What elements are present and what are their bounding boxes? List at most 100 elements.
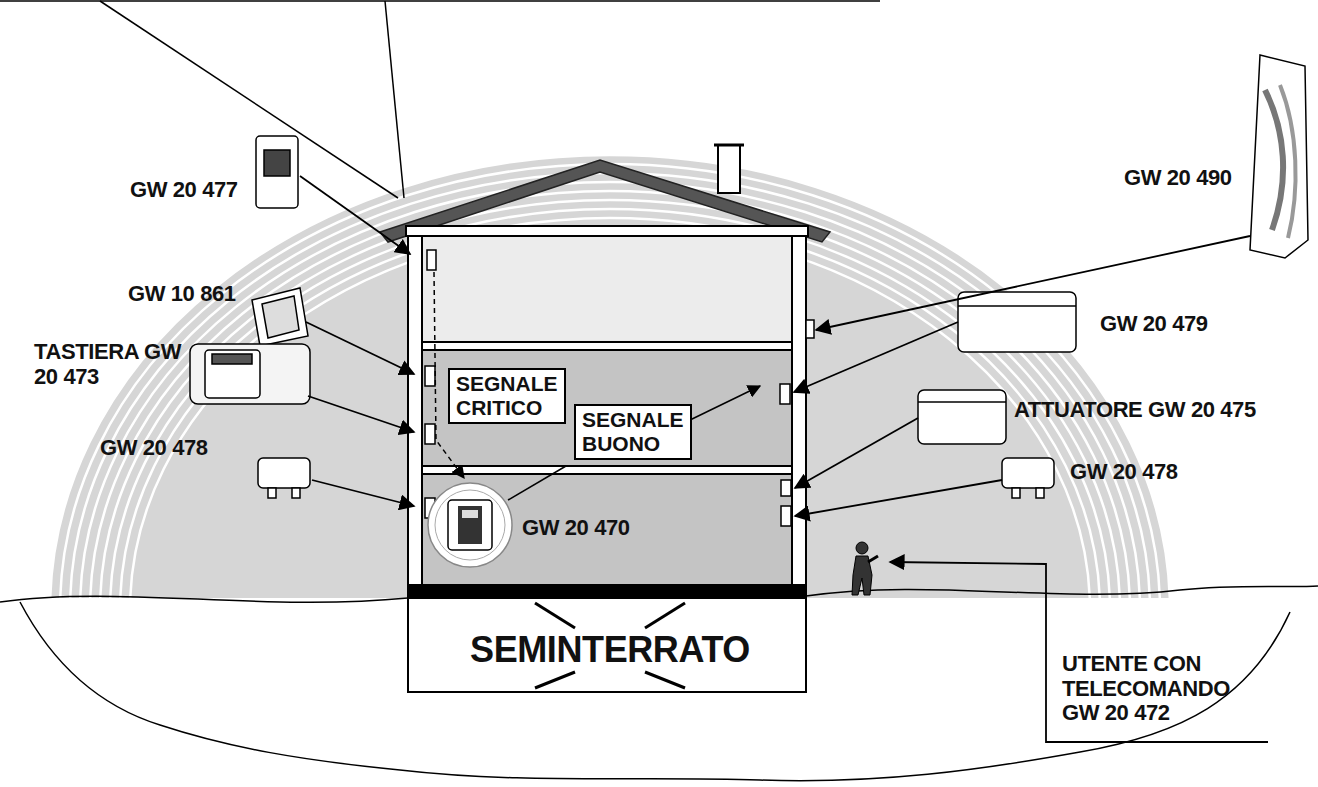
- house-part: [714, 144, 744, 147]
- leader-arrows-part: [308, 396, 414, 432]
- device-pictures: [190, 55, 1308, 498]
- wall-devices-part: [780, 384, 790, 404]
- range-ring: [100, 200, 1120, 598]
- device-pictures-part: [292, 488, 300, 498]
- device-pictures-part: [958, 292, 1076, 352]
- device-pictures-part: [268, 488, 276, 498]
- house-part: [422, 466, 792, 474]
- wall-devices-part: [427, 250, 436, 270]
- device-pictures-part: [958, 305, 1076, 307]
- leader-arrows-part: [312, 480, 414, 506]
- signal-box: SEGNALE CRITICO: [448, 368, 566, 424]
- device-pictures-part: [258, 458, 310, 488]
- range-ring: [130, 227, 1090, 598]
- central-unit-part: [428, 483, 512, 567]
- leader-arrows-part: [794, 322, 958, 392]
- device-pictures-part: [190, 344, 310, 404]
- floor-label: SEMINTERRATO: [470, 630, 750, 670]
- signal-lines: [434, 272, 760, 500]
- signal-range-part: [50, 155, 1170, 598]
- range-ring: [60, 164, 1160, 598]
- user-label: UTENTE CON TELECOMANDO GW 20 472: [1062, 652, 1262, 726]
- device-pictures-part: [205, 350, 260, 398]
- house: [380, 145, 830, 692]
- central-unit: [428, 483, 512, 567]
- range-ring: [80, 182, 1140, 598]
- ground-part: [806, 586, 1318, 596]
- leader-arrows-part: [795, 480, 1002, 516]
- wall-devices-part: [425, 424, 435, 444]
- wall-devices-part: [781, 506, 791, 526]
- range-ring: [110, 209, 1110, 598]
- range-ring: [50, 155, 1170, 598]
- ground-part: [0, 596, 408, 602]
- leader-arrows: [300, 176, 1268, 742]
- signal-lines-part: [690, 386, 760, 420]
- range-ring: [70, 173, 1150, 598]
- art-part-part: [535, 672, 575, 688]
- part-code: TASTIERA GW 20 473: [34, 340, 184, 389]
- art-part-part: [645, 672, 685, 688]
- user-figure-part: [868, 556, 878, 562]
- device-pictures-part: [1250, 55, 1308, 258]
- device-pictures-part: [262, 296, 299, 338]
- wall-devices-part: [806, 320, 814, 338]
- leader-arrows-part: [795, 418, 918, 488]
- central-unit-part: [458, 506, 482, 544]
- signal-lines-part: [508, 466, 566, 500]
- central-unit-part: [448, 500, 492, 550]
- wall-devices-part: [425, 366, 435, 386]
- device-pictures-part: [1036, 488, 1044, 498]
- user-figure: [852, 542, 878, 595]
- device-pictures-part: [264, 150, 290, 176]
- house-part: [380, 160, 830, 242]
- callout-lines-part: [0, 0, 880, 2]
- part-code: GW 20 479: [1100, 312, 1208, 337]
- signal-text: SEGNALE CRITICO: [456, 372, 558, 420]
- part-code: ATTUATORE GW 20 475: [1014, 398, 1256, 423]
- signal-box: SEGNALE BUONO: [574, 404, 692, 460]
- callout-lines: [0, 1, 880, 198]
- art-part-part: [535, 603, 575, 628]
- callout-lines-part: [385, 1, 404, 198]
- house-part: [718, 145, 740, 193]
- house-part: [422, 474, 792, 584]
- device-pictures-part: [1002, 458, 1054, 488]
- house-part: [408, 584, 806, 598]
- range-ring: [120, 218, 1100, 598]
- house-part: [422, 342, 792, 350]
- house-part: [422, 236, 792, 342]
- house-part: [408, 236, 422, 596]
- house-part: [422, 350, 792, 466]
- device-pictures-part: [918, 390, 1006, 444]
- central-unit-part: [462, 510, 478, 518]
- art-part-part: [645, 603, 685, 628]
- part-code: GW 20 478: [100, 436, 208, 461]
- device-pictures-part: [918, 401, 1006, 403]
- part-code: GW 20 478: [1070, 460, 1178, 485]
- device-pictures-part: [1265, 90, 1283, 230]
- central-unit-part: [435, 490, 505, 560]
- house-part: [792, 236, 806, 596]
- leader-arrows-part: [300, 176, 410, 254]
- device-pictures-part: [1012, 488, 1020, 498]
- device-pictures-part: [256, 136, 298, 208]
- house-part: [406, 226, 808, 236]
- part-code: GW 20 477: [130, 178, 238, 203]
- leader-arrows-part: [890, 562, 1268, 742]
- device-pictures-part: [212, 354, 252, 364]
- art-part: [50, 155, 1170, 598]
- part-code: GW 20 490: [1124, 166, 1232, 191]
- ground: [0, 586, 1318, 781]
- callout-lines-part: [100, 1, 398, 198]
- part-code: GW 10 861: [128, 282, 236, 307]
- wall-devices-part: [781, 480, 791, 496]
- leader-arrows-part: [306, 322, 414, 374]
- part-code: GW 20 470: [522, 516, 630, 541]
- signal-range: [50, 155, 1170, 598]
- user-figure-part: [856, 542, 868, 554]
- house-part: [408, 598, 806, 692]
- device-pictures-part: [252, 288, 308, 346]
- signal-text: SEGNALE BUONO: [582, 408, 684, 456]
